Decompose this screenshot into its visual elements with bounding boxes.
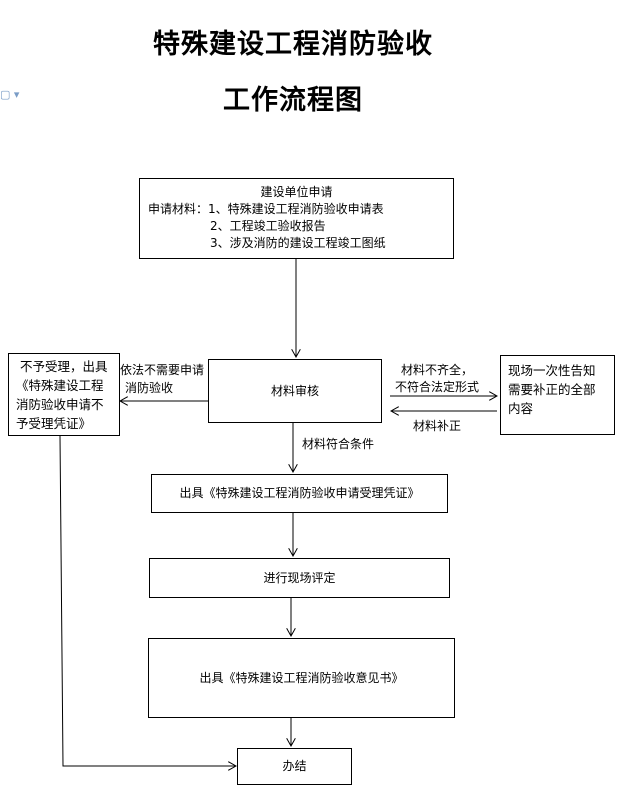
label-no-need-2: 消防验收 — [125, 381, 174, 395]
label-incomplete-1: 材料不齐全， — [401, 363, 474, 377]
reject-box: 不予受理，出具 《特殊建设工程 消防验收申请不 予受理凭证》 — [8, 353, 120, 436]
label-qualified: 材料符合条件 — [302, 437, 375, 451]
notify-line-1: 现场一次性告知 — [508, 363, 596, 378]
notify-line-2: 需要补正的全部 — [508, 382, 596, 397]
page-title: 特殊建设工程消防验收 — [153, 29, 433, 60]
apply-line-3: 3、涉及消防的建设工程竣工图纸 — [210, 236, 386, 250]
notify-line-3: 内容 — [508, 401, 534, 416]
accept-box: 出具《特殊建设工程消防验收申请受理凭证》 — [151, 474, 448, 513]
label-supplement: 材料补正 — [413, 419, 462, 433]
review-label: 材料审核 — [270, 383, 319, 398]
review-box: 材料审核 — [208, 359, 382, 423]
label-no-need-1: 依法不需要申请 — [120, 363, 205, 377]
reject-line-4: 予受理凭证》 — [16, 416, 92, 431]
apply-box: 建设单位申请 申请材料：1、特殊建设工程消防验收申请表 2、工程竣工验收报告 3… — [139, 178, 454, 259]
apply-line-1: 申请材料：1、特殊建设工程消防验收申请表 — [148, 202, 384, 216]
label-incomplete-2: 不符合法定形式 — [395, 380, 480, 394]
arrow-reject-to-finish — [59, 435, 236, 766]
accept-label: 出具《特殊建设工程消防验收申请受理凭证》 — [179, 486, 420, 500]
reject-line-2: 《特殊建设工程 — [16, 378, 104, 393]
inspect-label: 进行现场评定 — [263, 570, 336, 585]
finish-box: 办结 — [237, 748, 352, 785]
apply-line-2: 2、工程竣工验收报告 — [210, 219, 326, 233]
apply-heading: 建设单位申请 — [260, 185, 333, 199]
opinion-label: 出具《特殊建设工程消防验收意见书》 — [199, 670, 404, 685]
finish-label: 办结 — [282, 759, 307, 773]
page-subtitle: 工作流程图 — [223, 85, 363, 116]
inspect-box: 进行现场评定 — [149, 558, 450, 598]
document-icon: ▢ ▾ — [0, 88, 20, 101]
notify-box: 现场一次性告知 需要补正的全部 内容 — [500, 355, 615, 435]
reject-line-3: 消防验收申请不 — [16, 397, 104, 412]
reject-line-1: 不予受理，出具 — [20, 359, 108, 374]
opinion-box: 出具《特殊建设工程消防验收意见书》 — [148, 638, 455, 718]
